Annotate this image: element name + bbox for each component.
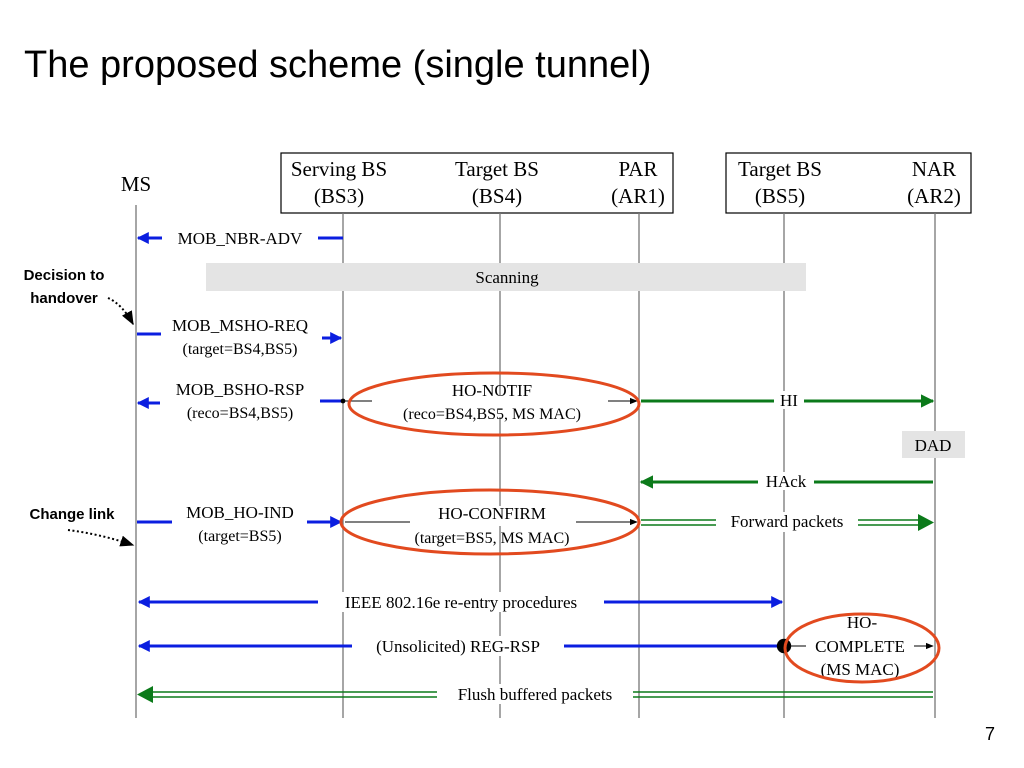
entity-bs5-name: Target BS [738,157,822,181]
highlight-ho-complete [783,612,941,684]
msg-hack-label-bg [758,472,814,490]
msg-ho-complete-label-2: COMPLETE [815,637,905,656]
msg-ho-notif-label-bg [372,395,608,417]
msg-flush-label-bg [437,684,633,704]
msg-mob-bsho-rsp-label: MOB_BSHO-RSP [176,380,305,399]
msg-hi-label: HI [780,391,798,410]
msg-ho-notif-sub: (reco=BS4,BS5, MS MAC) [403,406,581,423]
msg-hack-label: HAck [766,472,807,491]
msg-ho-notif-label: HO-NOTIF [452,381,532,400]
msg-reg-rsp-label-bg [352,636,564,656]
entity-ar2-id: (AR2) [907,184,961,208]
entity-ar1-name: PAR [619,157,658,181]
entity-box-group1 [280,152,674,214]
msg-forward-packets-label-bg [716,512,858,532]
annotation-change-link: Change link [29,506,115,523]
entity-bs4-id: (BS4) [472,184,522,208]
msg-ho-complete-label-bg [806,636,914,656]
slide-title: The proposed scheme (single tunnel) [24,44,652,86]
msg-mob-nbr-adv-label: MOB_NBR-ADV [178,229,303,248]
msg-mob-msho-req-sub: (target=BS4,BS5) [183,341,298,358]
msg-reg-rsp-label: (Unsolicited) REG-RSP [376,637,540,656]
msg-ho-confirm-sub: (target=BS5, MS MAC) [415,530,570,547]
entity-ms: MS [121,172,151,196]
msg-forward-packets-head [918,514,934,531]
msg-ho-confirm-label-bg [410,506,576,526]
page-number: 7 [985,724,996,744]
msg-flush-label: Flush buffered packets [458,685,613,704]
entity-ar1-id: (AR1) [611,184,665,208]
scanning-bar [206,263,806,291]
entity-box-group2 [725,152,972,214]
msg-mob-ho-ind-label: MOB_HO-IND [186,503,294,522]
dad-box [902,431,965,458]
msg-mob-msho-req-label: MOB_MSHO-REQ [172,316,308,335]
highlight-ho-confirm [339,488,641,556]
msg-ho-confirm-label: HO-CONFIRM [438,504,546,523]
annotation-decision-line2: handover [30,290,98,307]
msg-reentry-label-bg [318,592,604,612]
entity-bs4-name: Target BS [455,157,539,181]
annotation-decision-line1: Decision to [24,267,105,284]
entity-bs3-name: Serving BS [291,157,387,181]
dad-label: DAD [915,436,952,455]
msg-ho-complete-label-1: HO- [847,613,878,632]
msg-flush-head [137,686,153,703]
entity-ar2-name: NAR [912,157,956,181]
highlight-ho-notif [347,371,641,437]
entity-bs5-id: (BS5) [755,184,805,208]
msg-mob-bsho-rsp-sub: (reco=BS4,BS5) [187,405,293,422]
entity-bs3-id: (BS3) [314,184,364,208]
msg-hi-label-bg [774,391,804,409]
msg-forward-packets-label: Forward packets [731,512,844,531]
msg-mob-ho-ind-sub: (target=BS5) [198,528,281,545]
annotation-change-pointer [67,529,135,547]
msg-reentry-label: IEEE 802.16e re-entry procedures [345,593,577,612]
scanning-label: Scanning [475,268,539,287]
msg-ho-complete-label-3: (MS MAC) [821,660,900,679]
annotation-decision-pointer [107,297,134,326]
